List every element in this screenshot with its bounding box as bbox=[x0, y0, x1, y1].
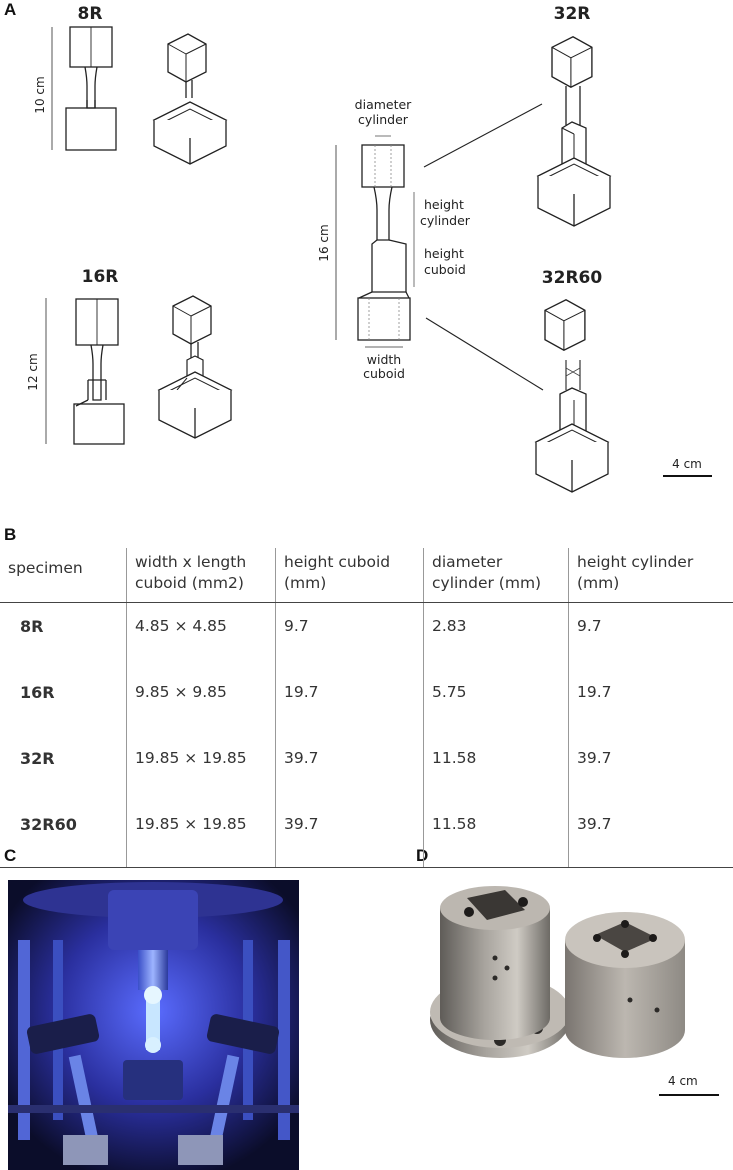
panel-a-drawings: 8R 10 cm 16R 12 cm bbox=[26, 4, 712, 493]
title-32r60: 32R60 bbox=[542, 268, 603, 288]
panel-c-photo bbox=[8, 880, 299, 1170]
dim-label-16cm: 16 cm bbox=[317, 224, 331, 261]
callout-width-2: cuboid bbox=[363, 366, 405, 381]
callout-hcyl-1: height bbox=[424, 197, 464, 212]
dim-label-8r: 10 cm bbox=[33, 76, 47, 113]
cell-height-cylinder: 9.7 bbox=[577, 617, 602, 635]
specimen-32r-iso bbox=[536, 36, 612, 227]
callout-hcub-2: cuboid bbox=[424, 262, 466, 277]
table-row: 16R 9.85 × 9.85 19.7 5.75 19.7 bbox=[0, 669, 733, 735]
cell-specimen: 32R60 bbox=[0, 801, 127, 868]
cell-height-cuboid: 9.7 bbox=[275, 602, 424, 669]
panel-label-b: B bbox=[4, 525, 17, 544]
header-specimen: specimen bbox=[0, 548, 127, 603]
cell-specimen: 8R bbox=[0, 602, 127, 669]
cell-diameter: 11.58 bbox=[423, 801, 569, 868]
cell-diameter: 11.58 bbox=[423, 735, 569, 801]
specimen-8r-front bbox=[65, 26, 117, 151]
cell-height-cuboid: 39.7 bbox=[275, 735, 424, 801]
panel-d-photo bbox=[425, 880, 733, 1090]
panel-label-a: A bbox=[4, 0, 17, 19]
scale-bar-d bbox=[659, 1094, 719, 1096]
cell-height-cylinder: 39.7 bbox=[577, 749, 612, 767]
cell-height-cuboid: 19.7 bbox=[275, 669, 424, 735]
cell-height-cuboid: 39.7 bbox=[275, 801, 424, 868]
title-32r: 32R bbox=[554, 4, 591, 24]
table-row: 32R60 19.85 × 19.85 39.7 11.58 39.7 bbox=[0, 801, 733, 868]
table-row: 32R 19.85 × 19.85 39.7 11.58 39.7 bbox=[0, 735, 733, 801]
specimen-16r-iso bbox=[157, 295, 233, 439]
scale-label-d: 4 cm bbox=[668, 1074, 698, 1088]
cell-specimen: 16R bbox=[0, 669, 127, 735]
testing-machine-illustration bbox=[8, 880, 299, 1170]
connector-32r bbox=[423, 103, 543, 168]
cell-width-length: 9.85 × 9.85 bbox=[126, 669, 276, 735]
callout-width-1: width bbox=[367, 352, 401, 367]
specimen-center-front bbox=[357, 144, 411, 341]
specimen-32r60-iso bbox=[534, 299, 610, 493]
metal-molds-illustration bbox=[430, 886, 685, 1058]
callout-diameter-2: cylinder bbox=[358, 112, 409, 127]
cell-height-cylinder: 19.7 bbox=[577, 683, 612, 701]
title-8r: 8R bbox=[78, 4, 103, 24]
cell-width-length: 19.85 × 19.85 bbox=[126, 801, 276, 868]
cell-width-length: 19.85 × 19.85 bbox=[126, 735, 276, 801]
callout-hcub-1: height bbox=[424, 246, 464, 261]
dim-label-16r: 12 cm bbox=[26, 353, 40, 390]
specimen-8r-iso bbox=[152, 33, 228, 165]
header-height-cuboid: height cuboid(mm) bbox=[275, 548, 424, 603]
cell-width-length: 4.85 × 4.85 bbox=[126, 602, 276, 669]
cell-diameter: 5.75 bbox=[423, 669, 569, 735]
title-16r: 16R bbox=[82, 267, 119, 287]
header-height-cylinder: height cylinder(mm) bbox=[568, 548, 733, 603]
cell-specimen: 32R bbox=[0, 735, 127, 801]
callout-diameter-1: diameter bbox=[355, 97, 413, 112]
scale-label-a: 4 cm bbox=[672, 457, 702, 471]
table-row: 8R 4.85 × 4.85 9.7 2.83 9.7 bbox=[0, 602, 733, 669]
callout-hcyl-2: cylinder bbox=[420, 213, 471, 228]
cell-height-cylinder: 39.7 bbox=[568, 801, 733, 868]
connector-32r60 bbox=[425, 317, 544, 391]
cell-diameter: 2.83 bbox=[423, 602, 569, 669]
specimen-16r-front bbox=[73, 298, 125, 445]
